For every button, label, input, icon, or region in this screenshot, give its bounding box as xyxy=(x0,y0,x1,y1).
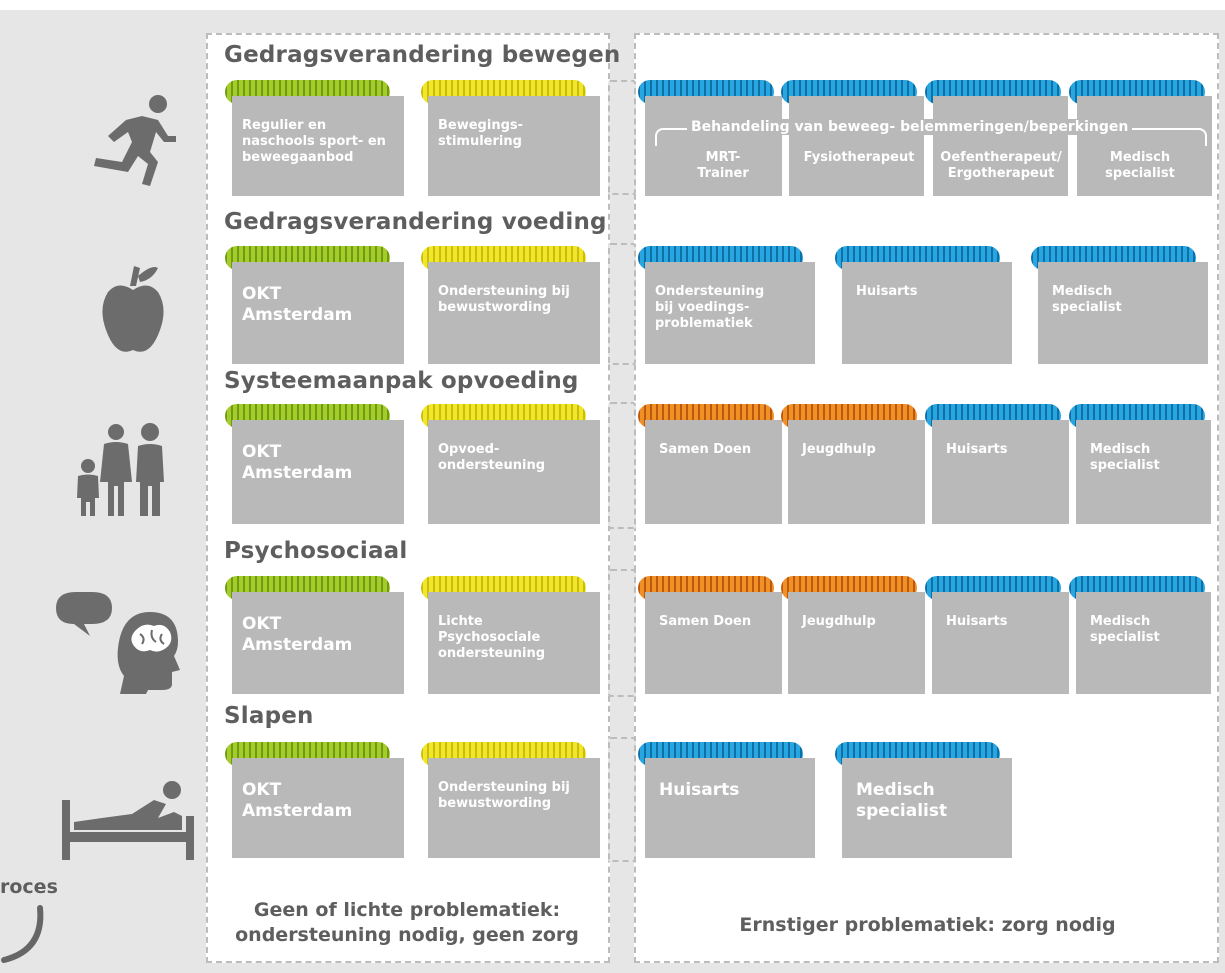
separator xyxy=(608,80,636,195)
card-label: Huisarts xyxy=(645,758,815,858)
card-fysiotherapeut: Fysiotherapeut xyxy=(803,150,915,165)
card-label: Jeugdhulp xyxy=(788,592,925,694)
separator xyxy=(608,737,636,862)
card-label: Ondersteuning bij voedings-problematiek xyxy=(645,262,815,364)
bracket-label: Behandeling van beweeg- belemmeringen/be… xyxy=(687,119,1133,135)
card-label: Samen Doen xyxy=(645,420,782,524)
card-label: OKT Amsterdam xyxy=(232,420,404,524)
card-label: OKT Amsterdam xyxy=(232,592,404,694)
group-box xyxy=(645,96,782,196)
card-label: Opvoed-ondersteuning xyxy=(428,420,600,524)
card-label: Lichte Psychosociale ondersteuning xyxy=(428,592,600,694)
card-label: Medisch specialist xyxy=(1076,420,1211,524)
family-icon xyxy=(77,423,164,516)
card-label: Ondersteuning bij bewustwording xyxy=(428,758,600,858)
card-label: Huisarts xyxy=(932,592,1069,694)
card-medisch-specialist: Medisch specialist xyxy=(1105,150,1175,182)
card-label: Jeugdhulp xyxy=(788,420,925,524)
group-box xyxy=(789,96,924,196)
card-label: Medisch specialist xyxy=(1076,592,1211,694)
card-label: Samen Doen xyxy=(645,592,782,694)
group-box xyxy=(1077,96,1212,196)
card-label: Medisch specialist xyxy=(842,758,1012,858)
card-label: OKT Amsterdam xyxy=(232,262,404,364)
group-box xyxy=(933,96,1068,196)
category-title: Gedragsverandering voeding xyxy=(224,209,607,235)
footer-severe: Ernstiger problematiek: zorg nodig xyxy=(739,914,1116,936)
separator xyxy=(608,402,636,529)
card-label: Regulier en naschools sport- en beweegaa… xyxy=(232,96,404,196)
category-title: Slapen xyxy=(224,703,314,729)
separator xyxy=(608,243,636,365)
card-label: Huisarts xyxy=(842,262,1012,364)
category-title: Gedragsverandering bewegen xyxy=(224,42,621,68)
card-label: Medisch specialist xyxy=(1038,262,1208,364)
apple-icon xyxy=(102,266,164,352)
separator xyxy=(608,569,636,697)
footer-light: Geen of lichte problematiek: ondersteuni… xyxy=(235,899,579,946)
card-label: Huisarts xyxy=(932,420,1069,524)
card-oefentherapeut: Oefentherapeut/ Ergotherapeut xyxy=(940,150,1062,182)
card-label: Ondersteuning bij bewustwording xyxy=(428,262,600,364)
curve-icon xyxy=(1,905,44,963)
category-title: Systeemaanpak opvoeding xyxy=(224,368,579,394)
card-label: Bewegings-stimulering xyxy=(428,96,600,196)
runner-icon xyxy=(94,95,176,186)
proces-label: roces xyxy=(0,876,58,898)
bed-icon xyxy=(62,781,194,860)
category-title: Psychosociaal xyxy=(224,538,408,564)
speech-brain-icon xyxy=(56,592,180,694)
card-label: OKT Amsterdam xyxy=(232,758,404,858)
card-mrt-trainer: MRT-Trainer xyxy=(697,150,749,182)
